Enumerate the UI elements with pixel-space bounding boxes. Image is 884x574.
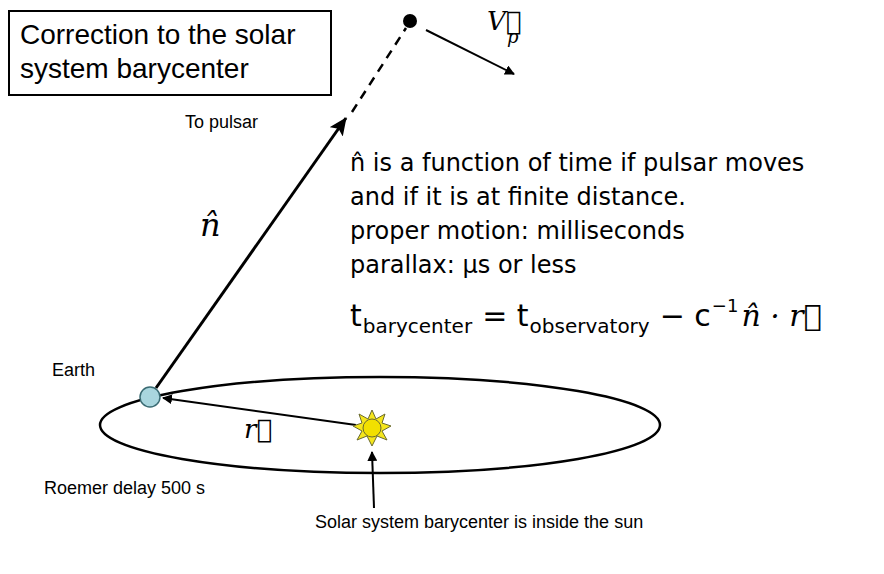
earth-circle [140,387,160,407]
n-hat-vector [156,118,346,388]
equation-term: n̂ · r⃗ [741,296,821,336]
equation: tbarycenter = tobservatory − c−1n̂ · r⃗ [350,296,822,338]
vector-subscript: p [507,26,519,48]
callout-text: Solar system barycenter is inside the su… [315,512,643,534]
equation-term: observatory [530,314,650,338]
pulsar-dot [403,14,417,28]
equation-term: −1 [712,296,739,316]
equation-term: t [350,296,362,336]
note-text: proper motion: milliseconds [350,214,685,248]
note-text: Roemer delay 500 s [44,478,205,500]
vector-label: n̂ [200,206,221,244]
equation-term: − c [660,296,711,336]
leader-arrow [372,452,374,508]
equation-term: = t [482,296,528,336]
planet-label: Earth [52,360,95,382]
earth-orbit [100,377,660,473]
direction-label: To pulsar [185,112,258,134]
note-text: n̂ is a function of time if pulsar moves… [350,146,808,214]
sun-rays [353,410,391,446]
vector-label: r⃗ [244,414,272,445]
title-box: Correction to the solar system barycente… [8,10,332,96]
pulsar-direction-dashed [352,28,406,112]
note-text: parallax: μs or less [350,248,577,282]
equation-term: barycenter [363,314,472,338]
sun-disc [363,419,381,437]
pulsar-velocity-vector [426,30,514,74]
